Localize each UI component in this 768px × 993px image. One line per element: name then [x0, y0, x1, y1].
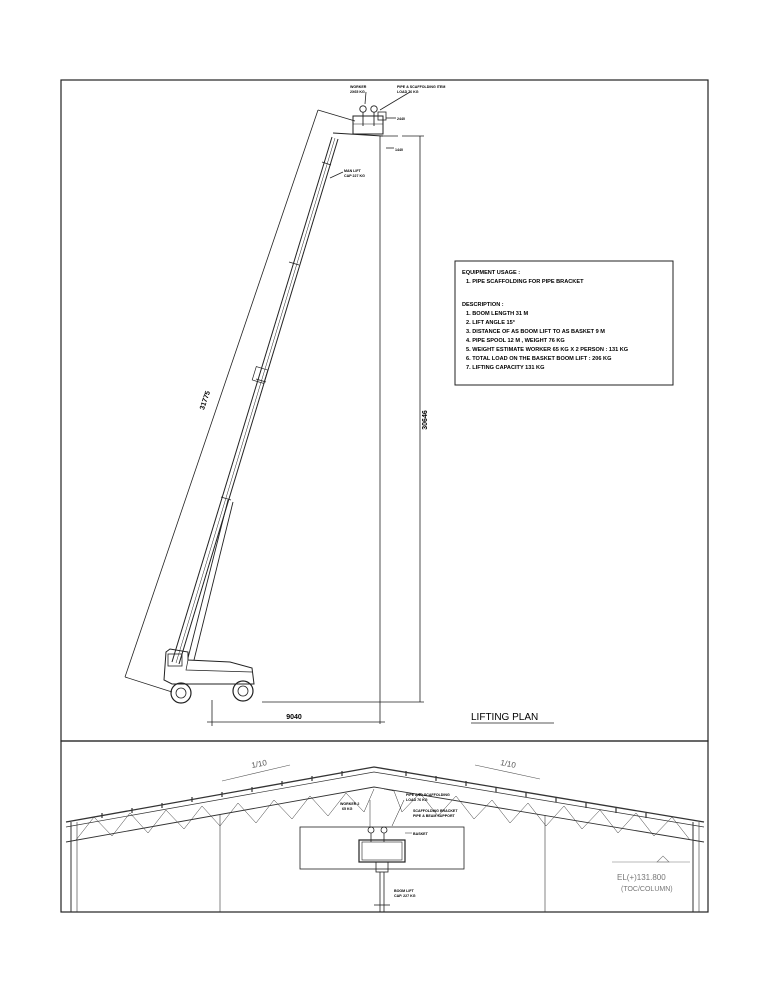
- plan-title: LIFTING PLAN: [471, 712, 538, 723]
- basket-width-callout: 2440: [397, 117, 405, 121]
- plan-frame: [60, 79, 709, 742]
- slope-indicators: [221, 764, 541, 782]
- desc-item-3: 3. DISTANCE OF AS BOOM LIFT TO AS BASKET…: [466, 329, 605, 335]
- desc-item-5: 5. WEIGHT ESTIMATE WORKER 65 KG X 2 PERS…: [466, 347, 628, 353]
- notes-text: EQUIPMENT USAGE : 1. PIPE SCAFFOLDING FO…: [462, 270, 628, 371]
- worker-callout-line1: WORKER: [350, 85, 367, 89]
- horizontal-dim: 9040: [286, 714, 302, 721]
- section-boom-lift: [299, 799, 465, 912]
- sec-worker-line2: 65 KG: [342, 807, 353, 811]
- elevation-marker: [612, 855, 690, 863]
- basket-height-callout: 1440: [395, 148, 403, 152]
- boom-lift-elevation: [163, 105, 387, 704]
- desc-item-4: 4. PIPE SPOOL 12 M , WEIGHT 76 KG: [466, 338, 565, 344]
- desc-title: DESCRIPTION :: [462, 302, 504, 308]
- sec-pipe-line2: LOAD 76 KG: [406, 798, 428, 802]
- desc-item-7: 7. LIFTING CAPACITY 131 KG: [466, 365, 544, 371]
- sec-basket: BASKET: [413, 832, 429, 836]
- usage-item-1: 1. PIPE SCAFFOLDING FOR PIPE BRACKET: [466, 279, 584, 285]
- desc-item-6: 6. TOTAL LOAD ON THE BASKET BOOM LIFT : …: [466, 356, 611, 362]
- man-lift-callout-line1: MAN LIFT: [344, 169, 362, 173]
- desc-item-2: 2. LIFT ANGLE 15°: [466, 320, 515, 326]
- boom-length-dim: 31775: [199, 390, 212, 411]
- sec-scaffold-line2: PIPE & BEAM SUPPORT: [413, 814, 456, 818]
- man-lift-callout-line2: CAP 227 KG: [344, 174, 365, 178]
- usage-title: EQUIPMENT USAGE :: [462, 270, 520, 276]
- sec-worker-line1: WORKER 2: [340, 802, 359, 806]
- elevation-label: EL(+)131.800: [617, 873, 666, 882]
- sec-boom-line1: BOOM LIFT: [394, 889, 415, 893]
- slope-left: 1/10: [251, 758, 269, 770]
- section-frame: [60, 740, 709, 913]
- notes-box: [454, 260, 674, 386]
- slope-right: 1/10: [500, 758, 518, 770]
- worker-callout-line2: 2X65 KG: [350, 90, 365, 94]
- pipe-callout-line1: PIPE & SCAFFOLDING ITEM: [397, 85, 445, 89]
- pipe-callout-line2: LOAD 76 KG: [397, 90, 419, 94]
- dimension-lines: [124, 91, 424, 726]
- sec-boom-line2: CAP. 227 KG: [394, 894, 416, 898]
- sec-scaffold-line1: SCAFFOLDING BRACKET: [413, 809, 458, 813]
- roof-truss: [65, 766, 705, 912]
- vertical-height-dim: 30646: [422, 410, 429, 430]
- elevation-sublabel: (TOC/COLUMN): [621, 886, 673, 893]
- sec-pipe-line1: PIPE AND SCAFFOLDING: [406, 793, 450, 797]
- desc-item-1: 1. BOOM LENGTH 31 M: [466, 311, 528, 317]
